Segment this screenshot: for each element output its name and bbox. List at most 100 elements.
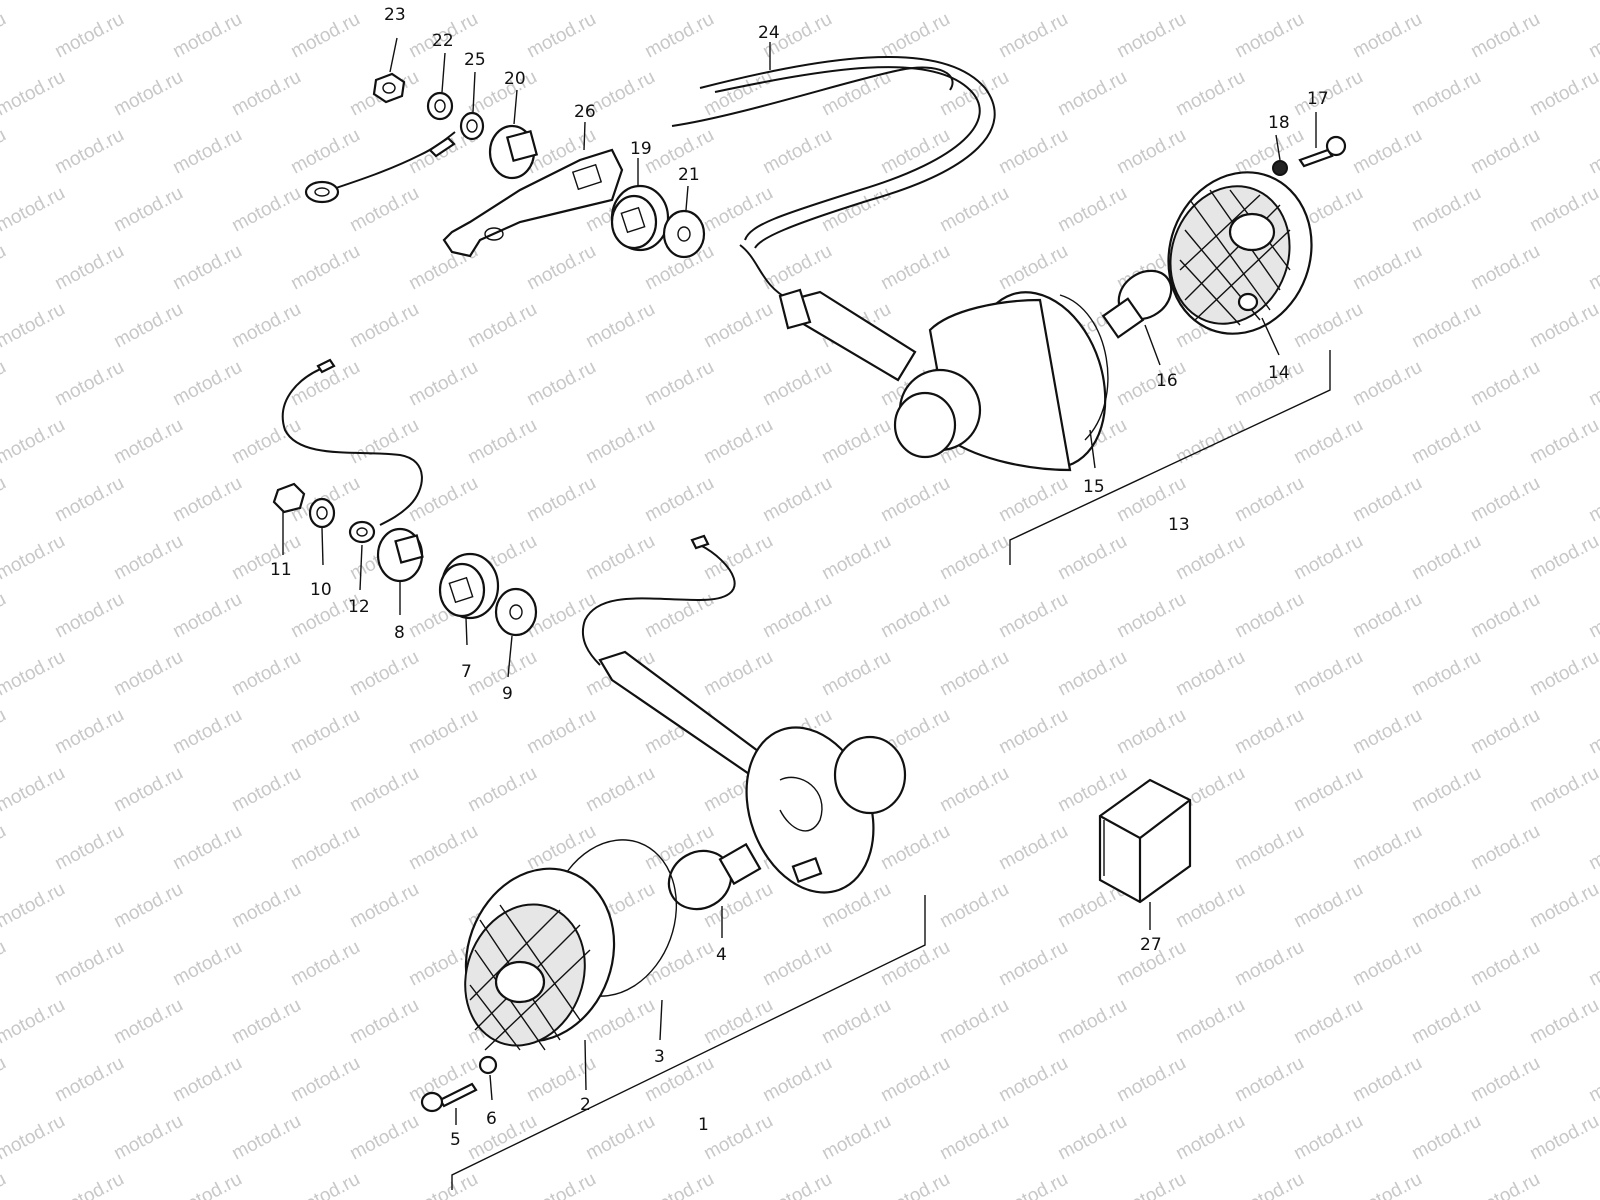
- watermark-text: motod.ru: [1585, 125, 1600, 179]
- callout-6: 6: [486, 1109, 497, 1129]
- watermark-text: motod.ru: [995, 473, 1071, 527]
- watermark-text: motod.ru: [169, 125, 245, 179]
- watermark-text: motod.ru: [110, 879, 186, 933]
- watermark-text: motod.ru: [1467, 473, 1543, 527]
- watermark-text: motod.ru: [405, 705, 481, 759]
- watermark-text: motod.ru: [1349, 241, 1425, 295]
- watermark-text: motod.ru: [1172, 0, 1248, 4]
- watermark-text: motod.ru: [287, 1169, 363, 1200]
- callout-11: 11: [270, 560, 292, 580]
- watermark-text: motod.ru: [346, 1111, 422, 1165]
- watermark-text: motod.ru: [1585, 1053, 1600, 1107]
- watermark-text: motod.ru: [464, 67, 540, 121]
- watermark-text: motod.ru: [228, 183, 304, 237]
- watermark-text: motod.ru: [464, 415, 540, 469]
- watermark-text: motod.ru: [523, 821, 599, 875]
- watermark-text: motod.ru: [1526, 647, 1600, 701]
- watermark-text: motod.ru: [169, 1053, 245, 1107]
- watermark-text: motod.ru: [169, 705, 245, 759]
- flasher-relay: [1098, 778, 1192, 930]
- watermark-text: motod.ru: [700, 647, 776, 701]
- watermark-text: motod.ru: [1349, 705, 1425, 759]
- watermark-text: motod.ru: [1526, 995, 1600, 1049]
- watermark-text: motod.ru: [1467, 589, 1543, 643]
- watermark-text: motod.ru: [169, 357, 245, 411]
- watermark-text: motod.ru: [0, 995, 69, 1049]
- watermark-text: motod.ru: [1231, 1169, 1307, 1200]
- watermark-text: motod.ru: [0, 1169, 10, 1200]
- watermark-text: motod.ru: [51, 357, 127, 411]
- watermark-text: motod.ru: [936, 0, 1012, 4]
- watermark-text: motod.ru: [0, 705, 10, 759]
- watermark-text: motod.ru: [1054, 183, 1130, 237]
- watermark-text: motod.ru: [0, 1053, 10, 1107]
- callout-24: 24: [758, 23, 780, 43]
- watermark-text: motod.ru: [759, 357, 835, 411]
- watermark-text: motod.ru: [641, 589, 717, 643]
- callout-7: 7: [461, 662, 472, 682]
- watermark-text: motod.ru: [818, 0, 894, 4]
- callout-5: 5: [450, 1130, 461, 1150]
- watermark-text: motod.ru: [0, 531, 69, 585]
- watermark-text: motod.ru: [818, 995, 894, 1049]
- rear-turn-signal-assembly: [671, 55, 1347, 565]
- watermark-text: motod.ru: [582, 763, 658, 817]
- watermark-text: motod.ru: [1231, 589, 1307, 643]
- watermark-text: motod.ru: [700, 0, 776, 4]
- watermark-text: motod.ru: [1349, 125, 1425, 179]
- watermark-text: motod.ru: [1467, 357, 1543, 411]
- watermark-text: motod.ru: [0, 1111, 69, 1165]
- watermark-text: motod.ru: [405, 821, 481, 875]
- watermark-text: motod.ru: [110, 183, 186, 237]
- watermark-text: motod.ru: [169, 241, 245, 295]
- watermark-text: motod.ru: [995, 589, 1071, 643]
- watermark-text: motod.ru: [51, 821, 127, 875]
- watermark-text: motod.ru: [0, 473, 10, 527]
- watermark-text: motod.ru: [995, 821, 1071, 875]
- watermark-text: motod.ru: [51, 241, 127, 295]
- watermark-text: motod.ru: [641, 9, 717, 63]
- callout-25: 25: [464, 50, 486, 70]
- watermark-text: motod.ru: [936, 995, 1012, 1049]
- watermark-text: motod.ru: [877, 1053, 953, 1107]
- watermark-text: motod.ru: [1408, 0, 1484, 4]
- watermark-text: motod.ru: [0, 299, 69, 353]
- callout-27: 27: [1140, 935, 1162, 955]
- watermark-text: motod.ru: [169, 589, 245, 643]
- watermark-text: motod.ru: [1172, 415, 1248, 469]
- watermark-text: motod.ru: [1290, 879, 1366, 933]
- watermark-text: motod.ru: [759, 1053, 835, 1107]
- watermark-text: motod.ru: [1585, 1169, 1600, 1200]
- watermark-text: motod.ru: [169, 821, 245, 875]
- watermark-text: motod.ru: [582, 531, 658, 585]
- watermark-text: motod.ru: [287, 241, 363, 295]
- watermark-text: motod.ru: [877, 821, 953, 875]
- callout-1: 1: [698, 1115, 709, 1135]
- watermark-text: motod.ru: [1408, 763, 1484, 817]
- watermark-text: motod.ru: [1526, 67, 1600, 121]
- watermark-text: motod.ru: [1585, 821, 1600, 875]
- callout-20: 20: [504, 69, 526, 89]
- watermark-text: motod.ru: [51, 1169, 127, 1200]
- watermark-text: motod.ru: [582, 0, 658, 4]
- watermark-text: motod.ru: [1349, 357, 1425, 411]
- watermark-text: motod.ru: [1408, 1111, 1484, 1165]
- watermark-text: motod.ru: [464, 0, 540, 4]
- watermark-text: motod.ru: [1349, 1169, 1425, 1200]
- watermark-text: motod.ru: [641, 1053, 717, 1107]
- rear-bracket-assembly: [304, 72, 706, 259]
- watermark-text: motod.ru: [877, 241, 953, 295]
- callout-23: 23: [384, 5, 406, 25]
- callout-21: 21: [678, 165, 700, 185]
- watermark-text: motod.ru: [287, 125, 363, 179]
- callout-9: 9: [502, 684, 513, 704]
- watermark-text: motod.ru: [1408, 879, 1484, 933]
- watermark-text: motod.ru: [51, 473, 127, 527]
- watermark-text: motod.ru: [51, 589, 127, 643]
- watermark-text: motod.ru: [1113, 9, 1189, 63]
- callout-22: 22: [432, 31, 454, 51]
- watermark-text: motod.ru: [110, 531, 186, 585]
- watermark-text: motod.ru: [169, 9, 245, 63]
- watermark-text: motod.ru: [51, 705, 127, 759]
